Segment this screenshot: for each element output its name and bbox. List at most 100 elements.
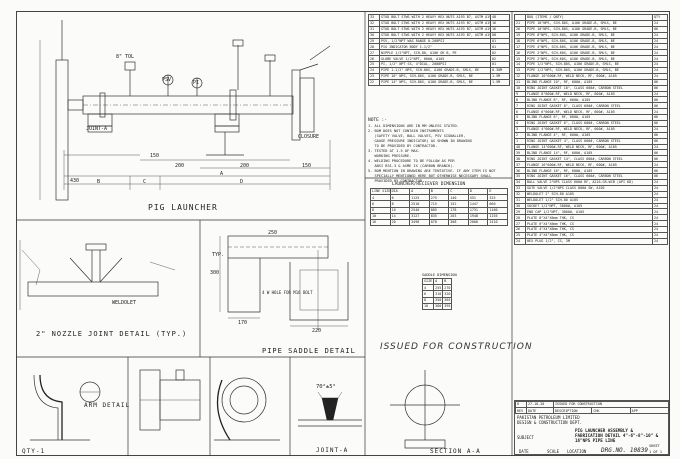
note-line: 4. WELDING PROCEDURE TO BE FOLLOW AS PER [368,159,455,163]
dim-250: 250 [268,230,278,236]
bom-upper-row-cell: STUD BOLT STWS WITH 2 HEAVY HEX NUTS A19… [379,14,491,21]
note-line: PROVIDED BY CONTRACTOR. [368,179,425,183]
drawing-border [16,11,670,456]
revision-table: 0 27-10-20 ISSUED FOR CONSTRUCTION REV D… [515,400,670,415]
note-line: 5. BOM MENTION IN DRAWING ARE TENTATIVE.… [368,169,496,173]
bom-main-row-cell: 24 [652,49,668,57]
dim-430: 430 [70,178,80,184]
dim-a: A [220,171,224,177]
bom-main-row-cell: 06 [652,155,668,163]
bom-upper-row-cell: PIPE 1-1/2" NPS, SCH-80S, A106 GRADE-B, … [379,67,491,74]
joint-a-label: JOINT-A [86,126,108,132]
bom-main-row-cell: 24 [652,161,668,169]
bolt-hole-label: 4 W HOLE FOR M16 BOLT [262,290,313,295]
company-name: PAKISTAN PETROLEUM LIMITED [517,415,580,420]
launcher-row-cell: 3498 [409,218,430,227]
bom-main-row-cell: 24 [652,190,668,198]
bom-upper-row-cell: 22 [368,78,380,86]
app-header: APP [629,407,670,415]
bom-upper-row-cell: 08 [490,31,510,39]
description-header: DESCRIPTION [552,407,593,415]
bom-main-row-cell: 24 [652,55,668,63]
launcher-row-cell: 2000 [467,218,489,227]
dim-150a: 150 [150,153,160,159]
note-line: 2. BOM DOES NOT CONTAIN INSTRUMENTS [368,129,444,133]
bom-upper-row-cell: STUD BOLT STWS WITH 2 HEAVY HEX NUTS A19… [379,31,491,39]
section-aa-title: SECTION A-A [430,448,481,455]
bom-upper-row-cell: 1.5M [490,78,510,86]
bom-main-row-cell: 24 [652,31,668,39]
bom-upper-row-cell: STUD BOLT STWS WITH 2 HEAVY HEX NUTS A19… [379,19,491,27]
subject-line-2: FABRICATION DETAIL 4"-6"-8"-10" & [575,433,659,438]
bom-main-row-cell: 24 [652,214,668,222]
bom-main-row-cell: 24 [514,237,526,245]
saddle-title: PIPE SADDLE DETAIL [262,347,356,355]
bom-upper-row-cell: PIPE 14" NPS, SCH-80S, A106 GRADE-B, SML… [379,78,491,86]
note-line: 3. TESTED AT 1.5 OF MAX. [368,149,420,153]
bom-main-row-cell: 24 [652,237,668,245]
bom-main-row-cell: 06 [652,173,668,180]
bom-main-row-cell: 24 [652,202,668,210]
dim-200b: 200 [240,163,250,169]
bom-main-row-cell: 24 [652,226,668,233]
dim-c: C [143,179,147,185]
date-header: DATE [526,407,554,415]
bom-main-row-cell: 06 [652,131,668,139]
bom-main-row-cell: 24 [652,208,668,216]
note-line: 1. ALL DIMENSIONS ARE IN MM UNLESS STATE… [368,124,459,128]
bom-main-row-cell: 24 [652,196,668,204]
drawing-number: DRG.NO. 10839 [601,447,648,454]
saddle-row-cell: 380 [433,302,444,310]
bom-main-row-cell: 24 [652,43,668,51]
note-line: WORKING PRESSURE. [368,154,412,158]
issued-for-construction-stamp: ISSUED FOR CONSTRUCTION [380,342,533,352]
saddle-table-title: SADDLE DIMENSION [422,273,457,277]
pig-launcher-title: PIG LAUNCHER [148,203,218,212]
launcher-row-cell: 1410 [487,218,508,227]
dim-170: 170 [238,320,248,326]
launcher-row-cell: 308 [448,218,469,227]
launcher-row-cell: 16 [370,218,391,227]
dim-150b: 150 [302,163,312,169]
bom-main-row-cell: 24 [652,184,668,192]
psv-label: PSV [162,77,172,83]
note-line: (SAFETY VALVE, BALL VALVES, PSV SIGNALLE… [368,134,466,138]
bom-main-row-cell: 24 [652,37,668,45]
bom-main-row-cell: HEX PLUG 1/2", CS, 3M [525,237,653,245]
footer-scale: SCALE [547,449,560,454]
note-line: GAUGE PRESSURE INDICATOR) AS SHOWN IN DR… [368,139,472,143]
chk-header: CHK [591,407,631,415]
